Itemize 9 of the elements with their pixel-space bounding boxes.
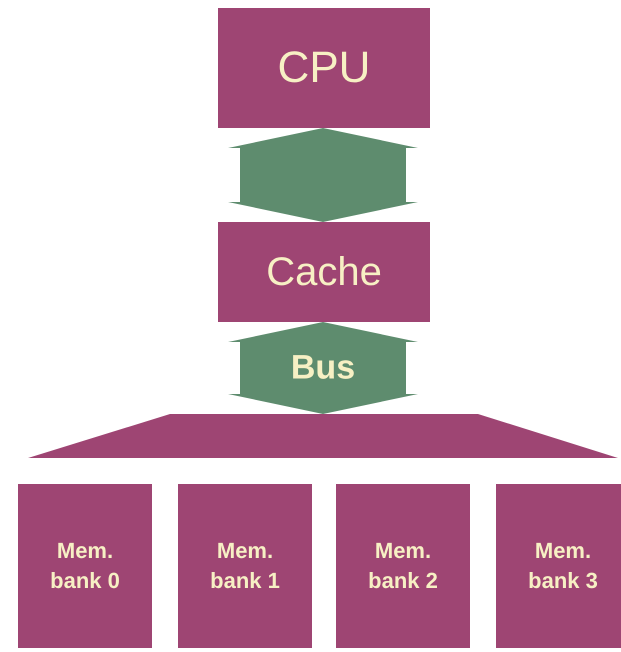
edge-label: Bus bbox=[290, 348, 356, 388]
double-arrow bbox=[228, 128, 418, 222]
component-box: Cache bbox=[218, 222, 430, 322]
cpu-box: CPU bbox=[218, 8, 430, 128]
double-arrow bbox=[228, 322, 418, 414]
component-box: Mem. bank 2 bbox=[336, 484, 470, 648]
component-box: Mem. bank 1 bbox=[178, 484, 312, 648]
component-box: Mem. bank 3 bbox=[496, 484, 621, 648]
component-box: Mem. bank 0 bbox=[18, 484, 152, 648]
